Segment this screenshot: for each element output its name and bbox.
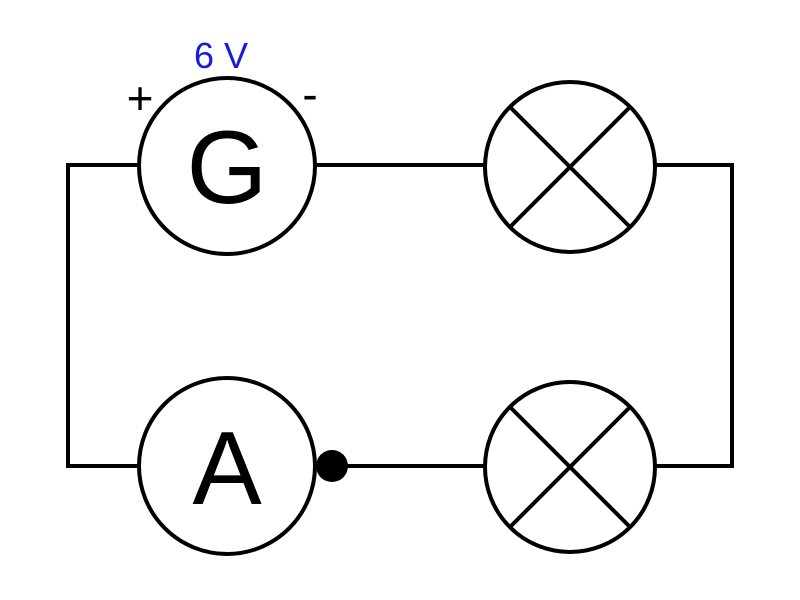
ammeter-letter: A xyxy=(192,411,262,527)
ammeter-terminal-dot xyxy=(316,450,348,482)
generator-ring xyxy=(137,76,317,256)
lamp-top xyxy=(483,80,657,254)
generator-letter: G xyxy=(187,110,268,226)
lamp-bottom xyxy=(483,380,657,554)
ammeter-ring xyxy=(137,376,317,556)
generator-voltage-label: 6 V xyxy=(194,35,248,76)
generator-plus-sign: + xyxy=(127,72,154,124)
generator: G + - 6 V xyxy=(127,35,318,256)
ammeter: A xyxy=(137,376,348,556)
lamp-bottom-cross-line-2 xyxy=(508,405,632,529)
generator-minus-sign: - xyxy=(302,68,317,120)
lamp-top-cross-line-2 xyxy=(508,105,632,229)
